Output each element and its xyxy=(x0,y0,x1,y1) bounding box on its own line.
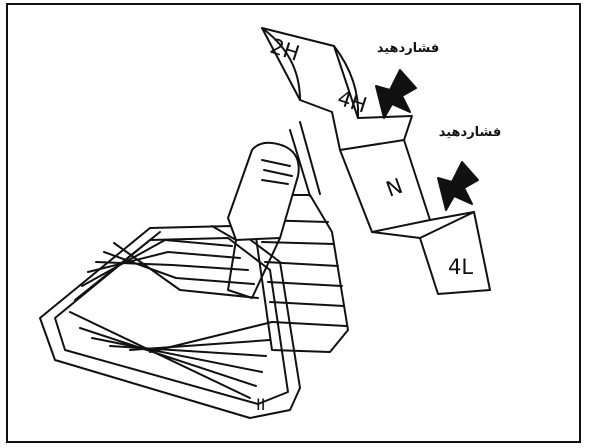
push-arrow-upper xyxy=(376,70,416,118)
shift-boot xyxy=(40,226,300,418)
push-arrow-lower xyxy=(438,162,478,210)
gear-lever xyxy=(212,143,299,298)
position-4l-label: 4L xyxy=(448,255,473,279)
push-label-upper: فشاردهید xyxy=(377,41,440,56)
base-mark: II xyxy=(256,395,265,414)
push-label-lower: فشاردهید xyxy=(439,125,502,140)
